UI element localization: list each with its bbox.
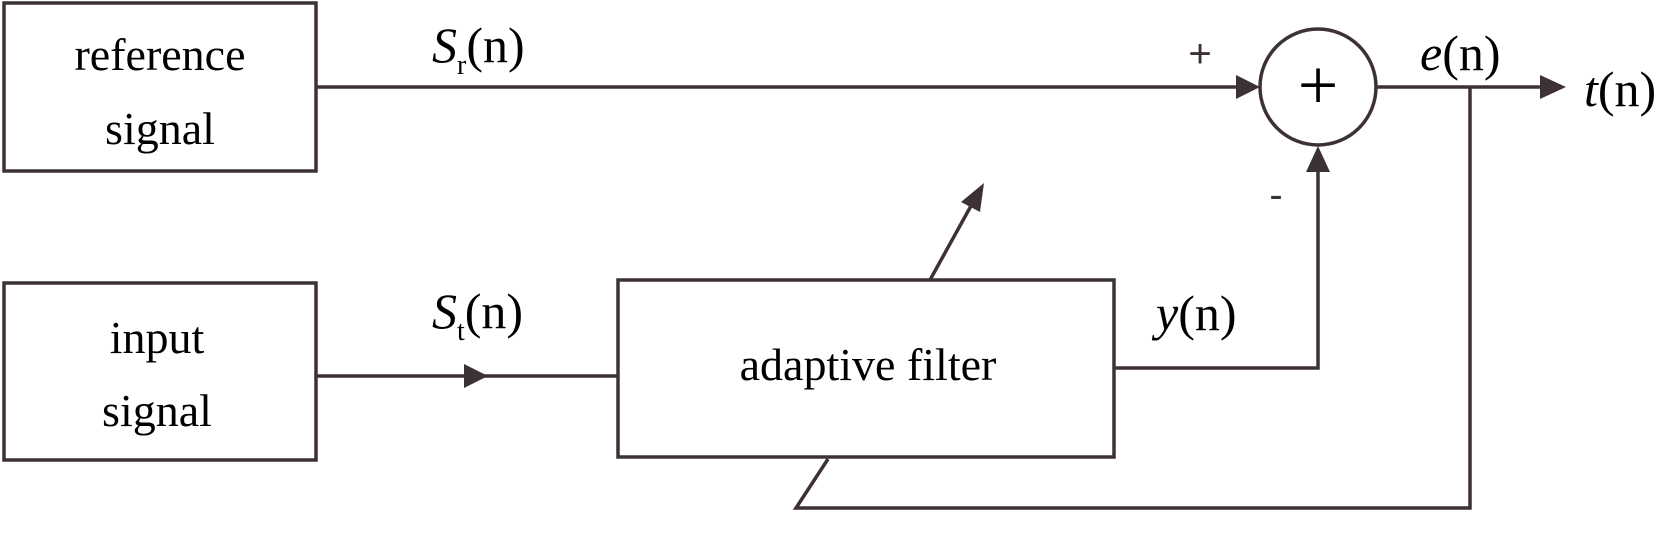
summing-junction: + [1258,27,1378,147]
e-label: e(n) [1420,25,1501,81]
input-signal-label-line2: signal [102,385,212,436]
adaptive-filter-block: adaptive filter [616,278,1116,459]
summing-junction-plus-symbol: + [1298,45,1339,125]
input-signal-block: input signal [2,281,318,462]
reference-signal-label-line2: signal [105,103,215,154]
sr-wire [316,75,1260,99]
input-signal-label-line1: input [110,312,205,363]
reference-signal-label-line1: reference [74,29,245,80]
y-wire [1114,146,1330,370]
y-label: y(n) [1151,285,1237,341]
st-label: St(n) [432,283,523,347]
y-arrowhead [1306,146,1330,172]
sr-label: Sr(n) [432,17,525,81]
adaptation-arrowhead [961,183,984,212]
t-label: t(n) [1584,61,1656,117]
t-arrowhead [1540,75,1566,99]
error-feedback-wire [792,87,1472,510]
e-wire [1376,75,1566,99]
adaptation-arrow [928,183,984,281]
junction-plus-sign: + [1188,32,1211,76]
st-arrowhead [464,364,488,388]
st-wire [316,364,618,388]
junction-minus-sign: - [1269,173,1282,217]
sr-arrowhead [1236,75,1260,99]
reference-signal-block: reference signal [2,1,318,173]
adaptive-filter-label: adaptive filter [740,339,997,390]
